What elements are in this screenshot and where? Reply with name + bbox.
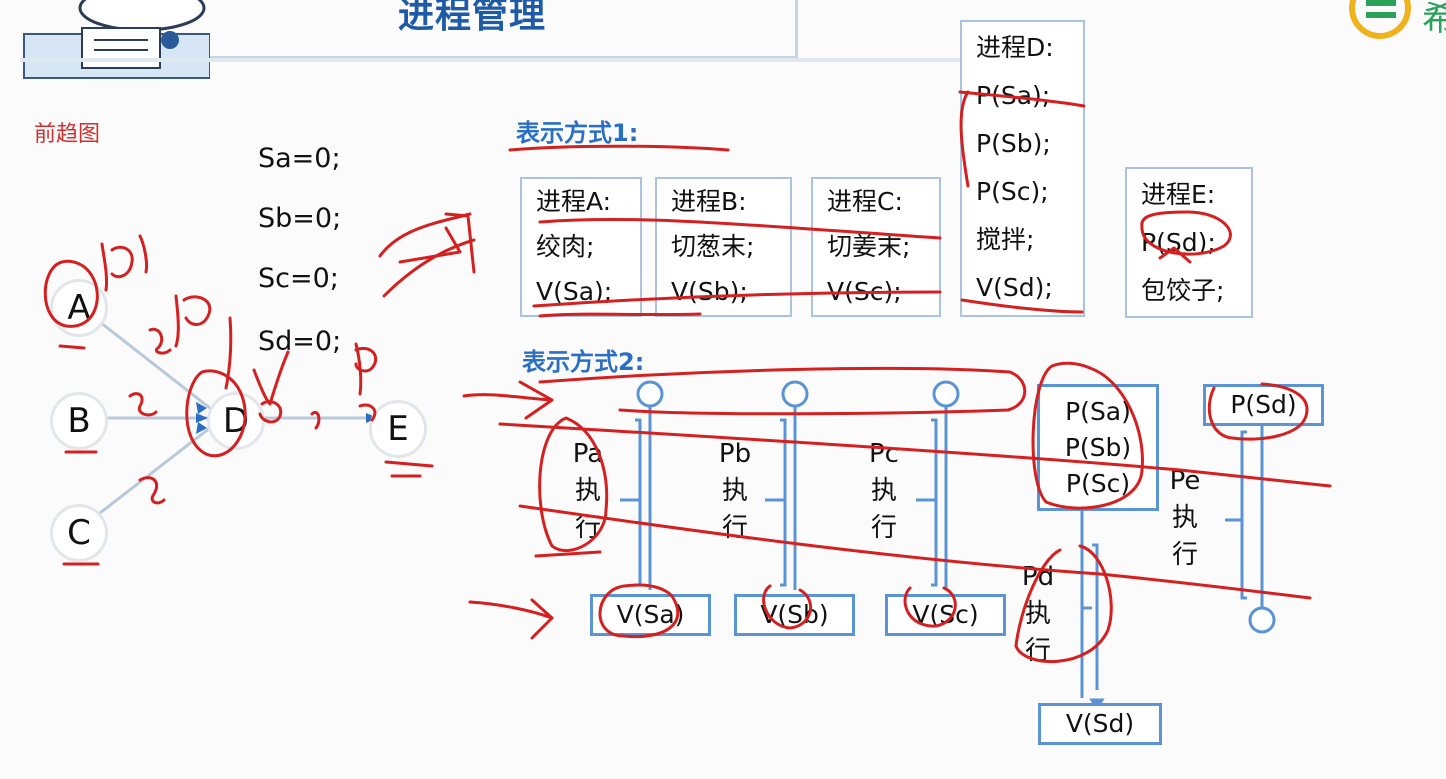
process-d-line: 搅拌; <box>976 225 1035 254</box>
process-b-line: 进程B: <box>671 187 747 216</box>
flow-pc-text: 行 <box>870 513 897 543</box>
flow-pe-text: 执 <box>1171 503 1198 533</box>
p-sd-text: P(Sd) <box>1230 390 1297 419</box>
process-c-line: 进程C: <box>827 187 903 216</box>
p-group-box: P(Sa) P(Sb) P(Sc) <box>1037 384 1159 511</box>
semaphore-sa: Sa=0; <box>258 143 341 174</box>
graph-node-a: A <box>50 279 108 337</box>
semaphore-sd: Sd=0; <box>258 326 342 357</box>
process-a-box: 进程A: 绞肉; V(Sa); <box>520 177 642 317</box>
process-d-line: V(Sd); <box>976 273 1053 302</box>
process-e-line: 进程E: <box>1141 180 1216 209</box>
flow-pd-text: 执 <box>1024 599 1051 629</box>
v-sd-box: V(Sd) <box>1038 703 1162 745</box>
mascot-illustration <box>22 0 211 80</box>
process-b-line: 切葱末; <box>671 232 755 261</box>
v-sd-text: V(Sd) <box>1065 709 1135 738</box>
process-e-box: 进程E: P(Sd); 包饺子; <box>1125 167 1253 318</box>
process-c-line: 切姜末; <box>827 232 911 261</box>
svg-text:希: 希 <box>1422 0 1446 39</box>
v-sb-text: V(Sb) <box>760 600 829 629</box>
node-a-label: A <box>67 288 91 328</box>
v-sb-box: V(Sb) <box>734 594 855 636</box>
node-c-label: C <box>67 513 91 553</box>
precedence-graph-label: 前趋图 <box>34 122 101 147</box>
flow-pc-text: 执 <box>870 476 897 506</box>
graph-node-e: E <box>369 400 427 458</box>
node-e-label: E <box>387 409 409 449</box>
flow-pc-text: Pc <box>869 439 899 469</box>
p-sb-text: P(Sb) <box>1064 432 1132 462</box>
graph-node-c: C <box>50 504 108 562</box>
process-b-line: V(Sb); <box>671 277 748 306</box>
page-title: 进程管理 <box>398 0 547 36</box>
semaphore-sb: Sb=0; <box>258 203 342 234</box>
process-a-line: 进程A: <box>536 187 612 216</box>
flow-pa-text: 执 <box>574 476 601 506</box>
process-e-line: 包饺子; <box>1141 276 1225 305</box>
flow-pe-text: 行 <box>1171 540 1198 570</box>
flow-pb-text: 执 <box>721 476 748 506</box>
p-sa-text: P(Sa) <box>1065 396 1131 426</box>
brand-logo-icon: 希 <box>1344 0 1446 40</box>
process-d-line: 进程D: <box>976 33 1054 62</box>
style1-label: 表示方式1: <box>516 119 639 147</box>
semaphore-sc: Sc=0; <box>258 263 339 294</box>
process-b-box: 进程B: 切葱末; V(Sb); <box>655 177 792 317</box>
process-d-line: P(Sb); <box>976 129 1051 158</box>
flow-pc-label: Pc 执 行 <box>864 436 904 547</box>
v-sc-box: V(Sc) <box>885 594 1006 636</box>
p-sd-box: P(Sd) <box>1203 384 1324 426</box>
process-a-line: 绞肉; <box>536 232 595 261</box>
style2-label: 表示方式2: <box>522 348 645 376</box>
title-banner <box>20 0 995 62</box>
graph-node-b: B <box>50 392 108 450</box>
flow-pb-label: Pb 执 行 <box>715 436 755 547</box>
p-sc-text: P(Sc) <box>1065 468 1131 498</box>
process-d-box: 进程D: P(Sa); P(Sb); P(Sc); 搅拌; V(Sd); <box>960 20 1085 317</box>
node-b-label: B <box>67 401 91 441</box>
flow-pb-text: Pb <box>718 439 752 469</box>
process-d-line: P(Sc); <box>976 177 1049 206</box>
